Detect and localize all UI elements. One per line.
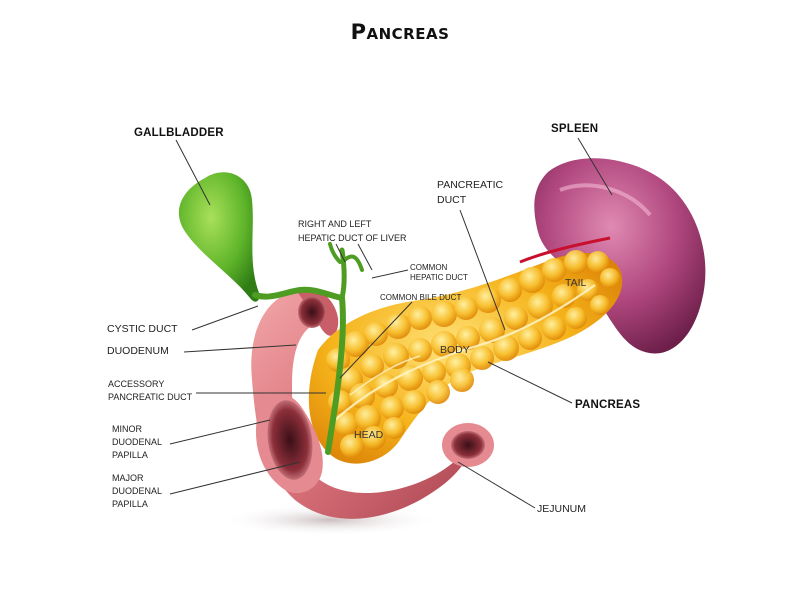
label-head: HEAD <box>354 429 384 441</box>
pancreas-lobule <box>564 250 588 274</box>
pancreas-lobule <box>431 301 457 327</box>
duodenum-front <box>255 296 494 494</box>
pancreas-lobule <box>542 258 566 282</box>
pancreas-lobule <box>470 346 494 370</box>
diagram-title: Pancreas <box>350 20 450 44</box>
pancreas-lobule <box>383 417 405 439</box>
label-common-bile-duct: COMMON BILE DUCT <box>380 293 462 302</box>
label-cystic-duct: CYSTIC DUCT <box>107 323 178 335</box>
pancreas-lobule <box>340 434 364 458</box>
label-pancreatic-duct-line2: DUCT <box>437 194 467 206</box>
leader-lines <box>169 137 613 509</box>
pancreas-lobule <box>397 365 423 391</box>
pancreas-lobule <box>364 322 388 346</box>
splenic-vessel <box>519 236 611 264</box>
pancreas-organ <box>308 250 623 464</box>
label-major-papilla-line2: DUODENAL <box>112 486 163 496</box>
pancreas-lobule <box>565 307 587 329</box>
label-pancreatic-duct-line1: PANCREATIC <box>437 179 504 191</box>
label-accessory-duct-line2: PANCREATIC DUCT <box>108 392 193 402</box>
pancreas-lobule <box>590 295 610 315</box>
pancreas-lobule <box>374 374 398 398</box>
pancreas-lobule <box>456 326 480 350</box>
label-spleen: SPLEEN <box>551 123 599 135</box>
label-tail: TAIL <box>565 277 587 289</box>
pancreas-lobule <box>518 326 542 350</box>
pancreas-lobule <box>454 296 478 320</box>
pancreas-lobule <box>362 426 386 450</box>
pancreas-lobule <box>527 293 553 319</box>
pancreas-lobule <box>402 390 426 414</box>
label-accessory-duct-line1: ACCESSORY <box>108 379 165 389</box>
label-common-hepatic-line1: COMMON <box>410 263 448 272</box>
pancreas-lobule <box>519 267 545 293</box>
gallbladder-organ <box>178 172 260 302</box>
label-jejunum: JEJUNUM <box>537 503 586 515</box>
pancreas-lobules <box>326 250 620 458</box>
pancreas-lobule <box>380 396 404 420</box>
pancreas-lobule <box>355 405 381 431</box>
label-body: BODY <box>440 344 470 356</box>
pancreas-lobule <box>479 317 505 343</box>
pancreas-lobule <box>493 335 519 361</box>
pancreas-lobule <box>431 331 457 357</box>
pancreas-lobule <box>450 368 474 392</box>
pancreas-lobule <box>343 331 369 357</box>
label-minor-papilla-line2: DUODENAL <box>112 437 163 447</box>
pancreas-lobule <box>587 251 609 273</box>
label-major-papilla-line1: MAJOR <box>112 473 144 483</box>
label-minor-papilla-line1: MINOR <box>112 424 142 434</box>
label-hepatic-duct-line2: HEPATIC DUCT OF LIVER <box>298 233 407 243</box>
pancreas-lobule <box>422 360 446 384</box>
label-major-papilla-line3: PAPILLA <box>112 499 148 509</box>
pancreas-lobule <box>600 268 620 288</box>
pancreas-lobule <box>360 354 384 378</box>
pancreas-lobule <box>408 338 432 362</box>
label-pancreas: PANCREAS <box>575 399 641 411</box>
pancreas-lobule <box>542 316 566 340</box>
label-common-hepatic-line2: HEPATIC DUCT <box>410 273 468 282</box>
label-gallbladder: GALLBLADDER <box>134 127 224 139</box>
pancreas-lobule <box>385 313 411 339</box>
pancreas-lobule <box>504 306 528 330</box>
pancreas-lobule <box>498 278 522 302</box>
label-hepatic-duct-line1: RIGHT AND LEFT <box>298 219 372 229</box>
label-minor-papilla-line3: PAPILLA <box>112 450 148 460</box>
label-duodenum: DUODENUM <box>107 345 169 357</box>
pancreas-lobule <box>475 287 501 313</box>
pancreas-lobule <box>426 380 450 404</box>
pancreas-lobule <box>408 306 432 330</box>
pancreas-lobule <box>334 412 358 436</box>
